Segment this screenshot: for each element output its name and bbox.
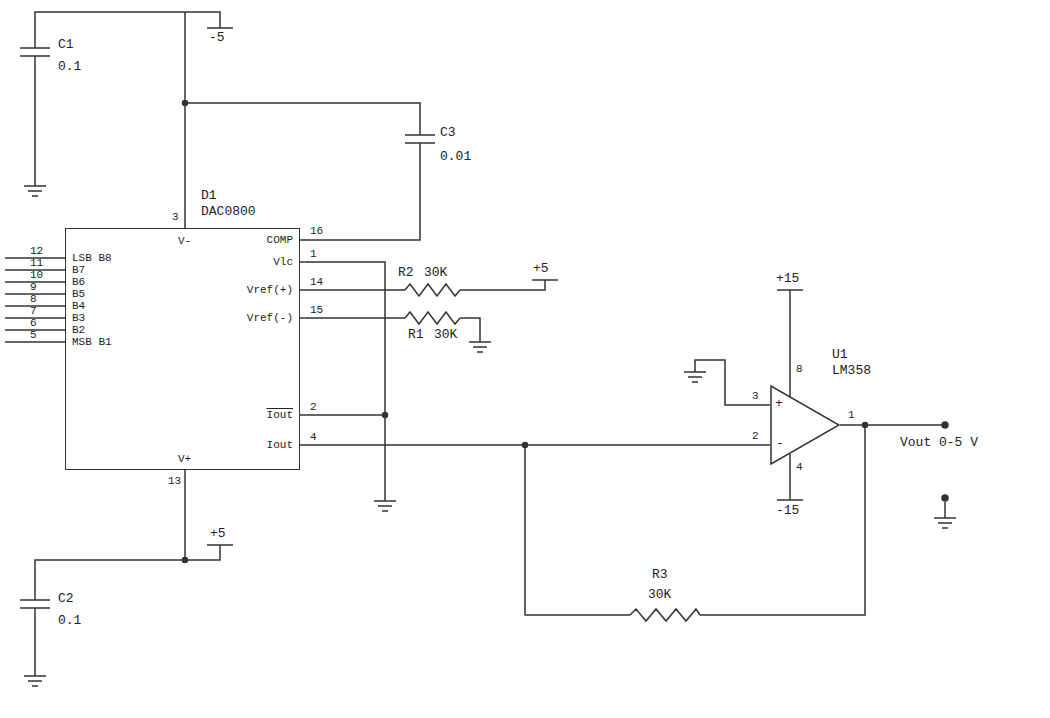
supply-label: +5 [533, 262, 549, 276]
pin-number: 8 [30, 294, 37, 305]
component-value: 0.01 [440, 150, 471, 164]
pin-number: 1 [310, 249, 317, 260]
pin-number: 15 [310, 305, 323, 316]
component-value: 0.1 [58, 614, 81, 628]
pin-number: 8 [796, 364, 803, 375]
pin-name: V- [178, 235, 191, 247]
pin-number: 3 [172, 212, 179, 223]
pin-number: 4 [796, 462, 803, 473]
pin-name: Vlc [273, 256, 293, 268]
input-sign: + [775, 397, 783, 411]
part-name: D1 [201, 189, 217, 203]
pin-name: B7 [72, 264, 85, 276]
pin-number: 9 [30, 282, 37, 293]
output-label: Vout 0-5 V [900, 436, 978, 450]
pin-number: 6 [30, 318, 37, 329]
c1-capacitor [20, 12, 185, 196]
component-label: R2 [398, 266, 414, 280]
component-value: 30K [424, 266, 447, 280]
pin-name: B3 [72, 312, 85, 324]
component-label: U1 [832, 348, 848, 362]
pin-number: 3 [752, 391, 759, 402]
supply-label: +15 [776, 272, 799, 286]
pin-number: 2 [310, 402, 317, 413]
input-sign: - [776, 437, 784, 451]
input-ground [684, 360, 770, 405]
pin-number: 1 [848, 410, 855, 421]
supply-label: -15 [776, 504, 799, 518]
dac-chip: D1DAC0800LSB B8B7B6B5B4B3B2MSB B1V-V+COM… [65, 228, 300, 470]
pin-name: Iout [267, 409, 293, 421]
supply-label: -5 [209, 31, 225, 45]
pin-name: Iout [267, 439, 293, 451]
pin-number: 4 [310, 432, 317, 443]
supply-label: +5 [210, 527, 226, 541]
component-label: C1 [58, 38, 74, 52]
c3-capacitor [185, 103, 435, 240]
feedback-r3 [523, 422, 949, 621]
pin-name: B6 [72, 276, 85, 288]
component-label: C3 [440, 126, 456, 140]
pin-number: 11 [30, 258, 43, 269]
r1-resistor [300, 312, 491, 352]
pin-name: B2 [72, 324, 85, 336]
component-value: 30K [434, 328, 457, 342]
pin-name: LSB B8 [72, 252, 112, 264]
pin-number: 14 [310, 277, 323, 288]
op-amp: +- [770, 385, 840, 465]
supply-wire [183, 12, 234, 228]
component-label: LM358 [832, 364, 871, 378]
pin-number: 2 [752, 431, 759, 442]
pin-number: 12 [30, 246, 43, 257]
r2-resistor [300, 280, 558, 296]
component-value: 0.1 [58, 60, 81, 74]
output-terminal [934, 495, 956, 528]
component-label: R1 [408, 328, 424, 342]
component-value: 30K [648, 588, 671, 602]
part-name: DAC0800 [201, 205, 256, 219]
pin-name: B4 [72, 300, 85, 312]
c2-capacitor [20, 470, 233, 686]
ground-wire [300, 262, 396, 511]
pin-number: 10 [30, 270, 43, 281]
pin-name: MSB B1 [72, 336, 112, 348]
pin-number: 5 [30, 330, 37, 341]
pin-name: B5 [72, 288, 85, 300]
pin-name: V+ [178, 453, 191, 465]
pin-number: 16 [310, 226, 323, 237]
signal-wire [300, 444, 770, 446]
pin-name: Vref(-) [247, 312, 293, 324]
pin-number: 7 [30, 306, 37, 317]
component-label: C2 [58, 592, 74, 606]
component-label: R3 [652, 568, 668, 582]
pin-name: COMP [267, 234, 293, 246]
pin-number: 13 [168, 476, 181, 487]
pin-name: Vref(+) [247, 284, 293, 296]
opamp-outline [771, 386, 839, 464]
data-pins [5, 258, 65, 342]
